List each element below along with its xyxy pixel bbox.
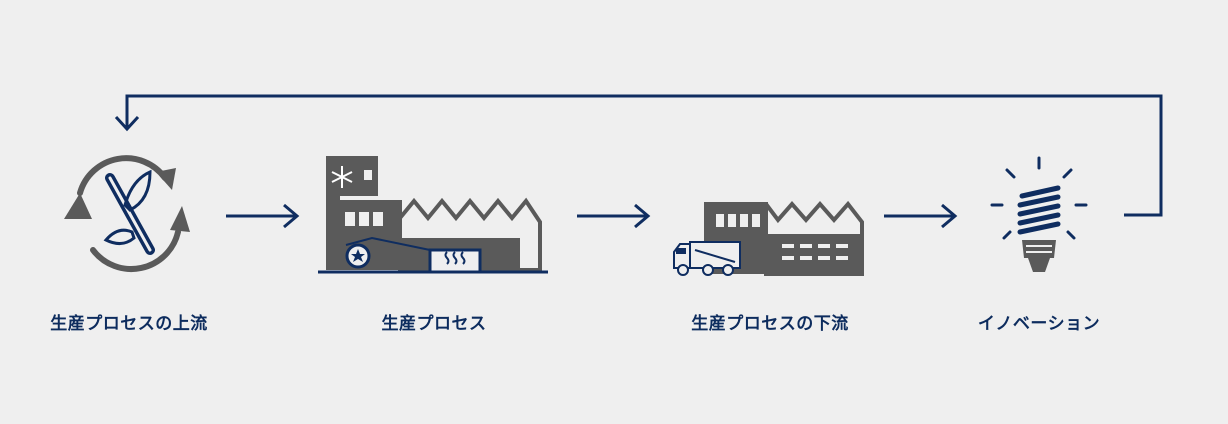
stage-label-upstream: 生産プロセスの上流 xyxy=(50,314,208,334)
feedback-loop-arrow xyxy=(114,94,1163,217)
snowflake-icon xyxy=(331,166,353,188)
steam-icon xyxy=(444,251,466,265)
flow-arrow-3 xyxy=(884,203,958,229)
factory-garbage-truck-icon xyxy=(673,200,864,276)
garbage-truck-icon xyxy=(673,241,741,276)
recycle-leaf-icon xyxy=(64,155,190,273)
stage-label-production: 生産プロセス xyxy=(381,314,487,334)
stage-label-downstream: 生産プロセスの下流 xyxy=(691,314,849,334)
star-icon xyxy=(351,249,365,262)
light-bulb-icon xyxy=(990,156,1088,272)
flow-arrow-1 xyxy=(226,203,300,229)
factory-icon xyxy=(318,156,548,274)
stage-label-innovation: イノベーション xyxy=(977,314,1101,334)
flow-arrow-2 xyxy=(577,203,651,229)
